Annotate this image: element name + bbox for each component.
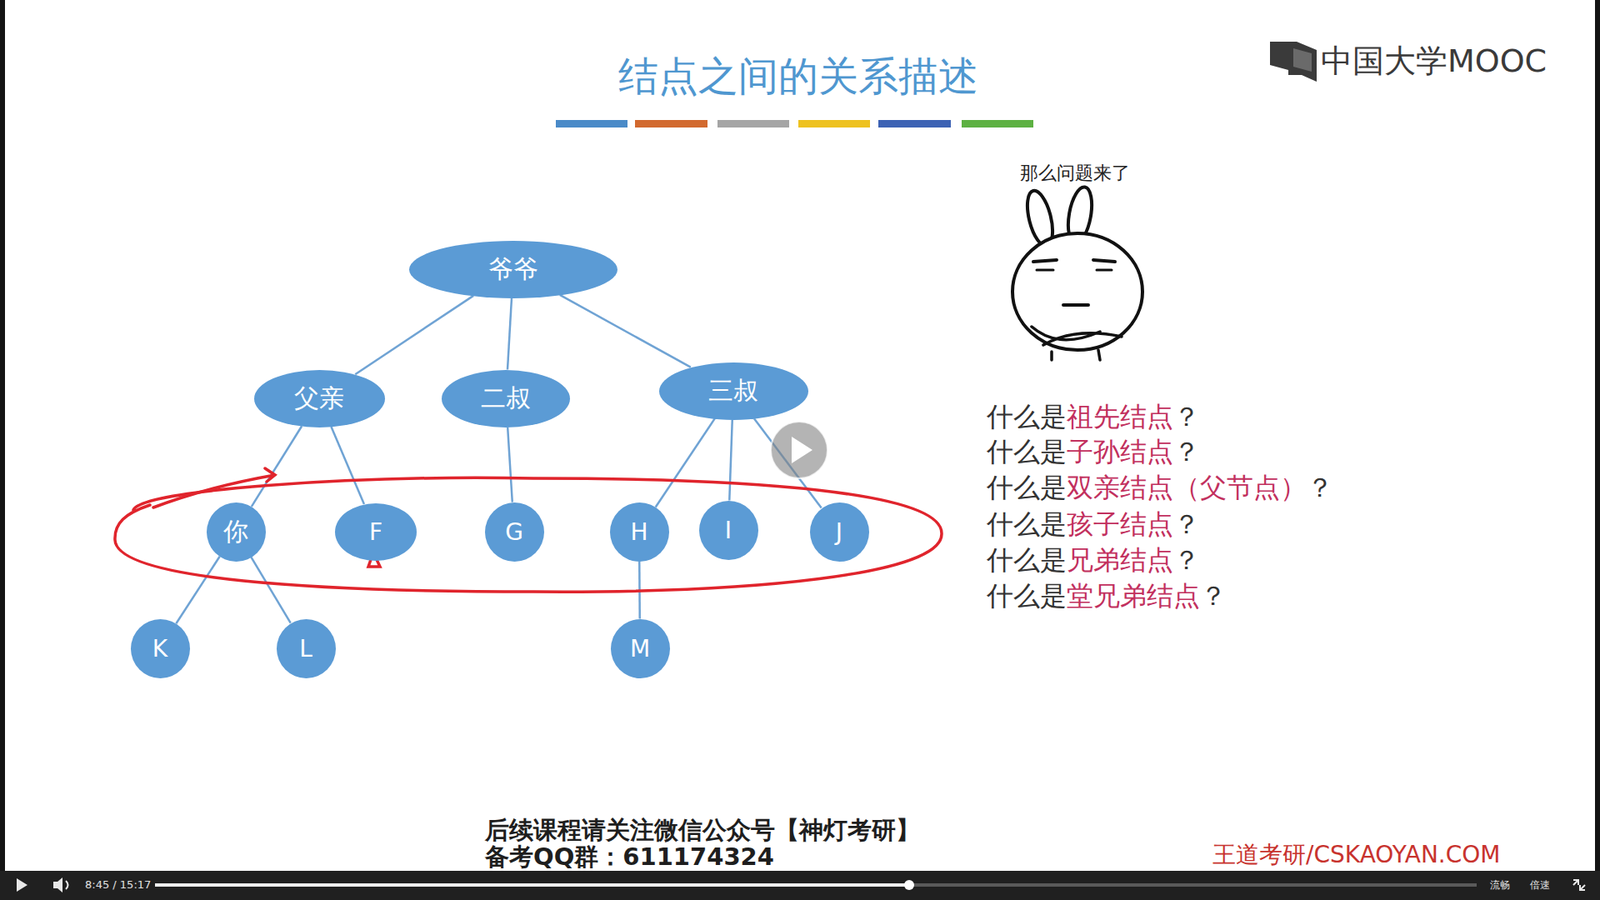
footer-note: 后续课程请关注微信公众号【神灯考研】 xyxy=(485,815,920,845)
node-label: H xyxy=(630,518,648,546)
question-text: 什么是 xyxy=(986,472,1067,503)
tree-edge xyxy=(729,419,732,500)
node-label: F xyxy=(369,518,383,546)
tree-edge xyxy=(507,426,513,502)
key-term: 兄弟结点 xyxy=(1066,545,1174,575)
question-line: 什么是祖先结点？ xyxy=(986,400,1200,433)
tree-edge xyxy=(560,295,691,368)
node-label: J xyxy=(835,518,843,546)
question-text: 什么是 xyxy=(986,509,1067,540)
question-text: ？ xyxy=(1173,436,1200,467)
key-term: 祖先结点 xyxy=(1066,401,1174,432)
question-text: 什么是 xyxy=(986,401,1067,432)
tree-node: J xyxy=(810,502,870,562)
tree-edge xyxy=(655,418,715,507)
tree-node: K xyxy=(130,619,190,679)
tree-edge xyxy=(355,295,474,375)
video-edge xyxy=(0,0,5,900)
tree-node: 爷爷 xyxy=(409,240,618,299)
player-text: 倍速 xyxy=(1530,879,1550,891)
tree-node: G xyxy=(485,502,545,562)
tree-node: I xyxy=(699,500,759,560)
node-label: I xyxy=(725,516,732,545)
node-label: 三叔 xyxy=(708,374,759,409)
question-line: 什么是孩子结点？ xyxy=(986,508,1200,540)
logo-text: 中国大学MOOC xyxy=(1320,42,1547,81)
tree-edge xyxy=(250,556,290,623)
tree-edge xyxy=(507,297,512,370)
node-label: M xyxy=(630,635,650,663)
node-label: 二叔 xyxy=(480,381,531,416)
player-text: 8:45 / 15:17 xyxy=(85,878,151,892)
question-line: 什么是双亲结点（父节点）？ xyxy=(986,471,1334,504)
color-bar xyxy=(555,120,1034,128)
question-line: 什么是兄弟结点？ xyxy=(986,544,1200,576)
key-term: 双亲结点（父节点） xyxy=(1066,472,1307,503)
tree-node: F xyxy=(335,503,417,561)
question-text: ？ xyxy=(1173,545,1200,575)
question-text: ？ xyxy=(1306,472,1334,503)
logo-icon xyxy=(1270,41,1317,82)
tree-node: M xyxy=(610,619,670,679)
slide-title: 结点之间的关系描述 xyxy=(618,52,979,101)
question-text: ？ xyxy=(1173,509,1200,540)
video-edge xyxy=(1595,0,1600,900)
tree-node: 三叔 xyxy=(659,362,809,420)
red-ink-annotation xyxy=(115,468,942,592)
question-text: 什么是 xyxy=(986,545,1067,575)
tree-node: 父亲 xyxy=(254,370,385,428)
tree-edge xyxy=(175,556,220,624)
tree-edge xyxy=(251,425,302,507)
video-control-bar xyxy=(0,870,1600,900)
play-button xyxy=(770,421,828,479)
tree-edge xyxy=(330,426,365,505)
question-text: ？ xyxy=(1200,580,1227,611)
node-label: 爷爷 xyxy=(488,252,539,287)
question-line: 什么是堂兄弟结点？ xyxy=(986,580,1227,612)
key-term: 堂兄弟结点 xyxy=(1066,580,1200,611)
tree-node: 二叔 xyxy=(441,370,570,428)
key-term: 子孙结点 xyxy=(1066,436,1174,467)
rabbit-illustration xyxy=(1012,185,1143,360)
question-text: ？ xyxy=(1173,401,1200,432)
tree-node: H xyxy=(610,502,670,562)
node-label: L xyxy=(299,635,313,663)
footer-note: 备考QQ群：611174324 xyxy=(485,842,775,872)
question-text: 什么是 xyxy=(986,580,1067,611)
key-term: 孩子结点 xyxy=(1066,509,1174,540)
node-label: G xyxy=(505,518,524,546)
tree-node: 你 xyxy=(206,502,266,562)
watermark: 王道考研/CSKAOYAN.COM xyxy=(1212,840,1500,870)
meme-caption: 那么问题来了 xyxy=(1020,162,1130,185)
node-label: 父亲 xyxy=(294,381,345,416)
tree-node: L xyxy=(276,619,336,679)
node-label: 你 xyxy=(223,515,249,550)
node-label: K xyxy=(152,635,168,663)
player-text: 流畅 xyxy=(1490,879,1510,891)
question-line: 什么是子孙结点？ xyxy=(986,435,1200,468)
question-text: 什么是 xyxy=(986,436,1067,467)
